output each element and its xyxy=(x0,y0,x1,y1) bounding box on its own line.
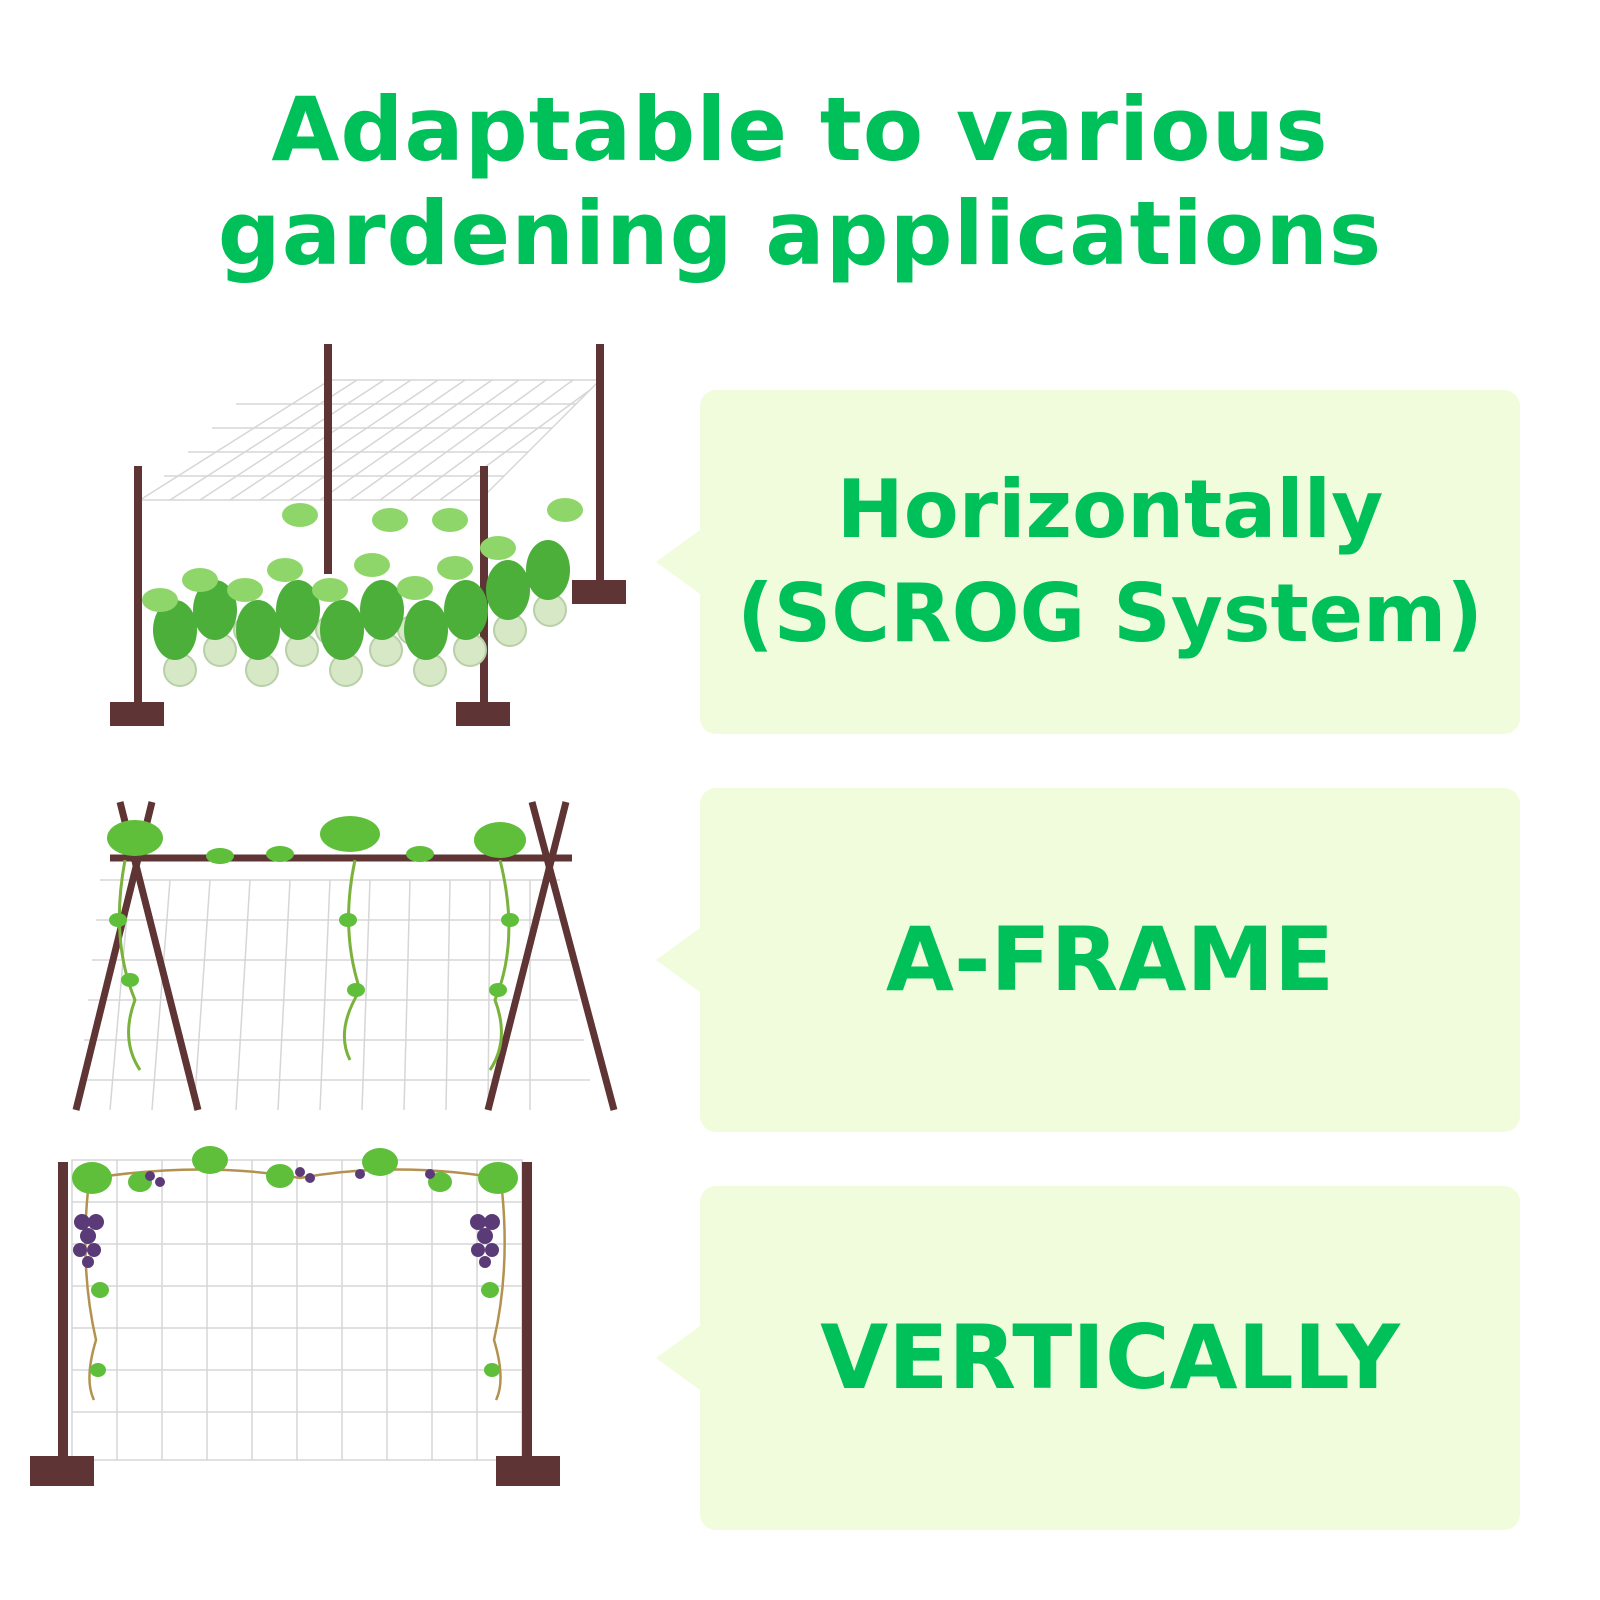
grape-bunches xyxy=(73,1167,500,1268)
application-label-line-1: Horizontally xyxy=(836,463,1384,556)
application-label-vertical: VERTICALLY xyxy=(820,1306,1400,1409)
application-label-a-frame: A-FRAME xyxy=(885,908,1335,1011)
potted-plants xyxy=(142,498,583,687)
horizontal-net xyxy=(137,379,602,501)
a-frame-trellis-illustration xyxy=(72,801,618,1111)
application-panel-vertical: VERTICALLY xyxy=(656,1186,1520,1530)
vertical-vines xyxy=(79,1168,511,1401)
trellis-posts xyxy=(110,344,626,726)
grape-leaves xyxy=(72,1146,518,1377)
vertical-net xyxy=(71,1159,523,1461)
vertical-posts xyxy=(30,1162,560,1486)
vine-leaves xyxy=(107,816,526,997)
horizontal-scrog-trellis-illustration xyxy=(110,344,626,726)
vertical-trellis-illustration xyxy=(30,1146,560,1486)
application-label-horizontal: Horizontally (SCROG System) xyxy=(737,458,1483,666)
page-headline: Adaptable to various gardening applicati… xyxy=(0,78,1600,286)
headline-line-2: gardening applications xyxy=(217,182,1383,285)
headline-line-1: Adaptable to various xyxy=(271,78,1329,181)
application-panel-a-frame: A-FRAME xyxy=(656,788,1520,1132)
application-panel-horizontal: Horizontally (SCROG System) xyxy=(656,390,1520,734)
application-label-line-2: (SCROG System) xyxy=(737,567,1483,660)
